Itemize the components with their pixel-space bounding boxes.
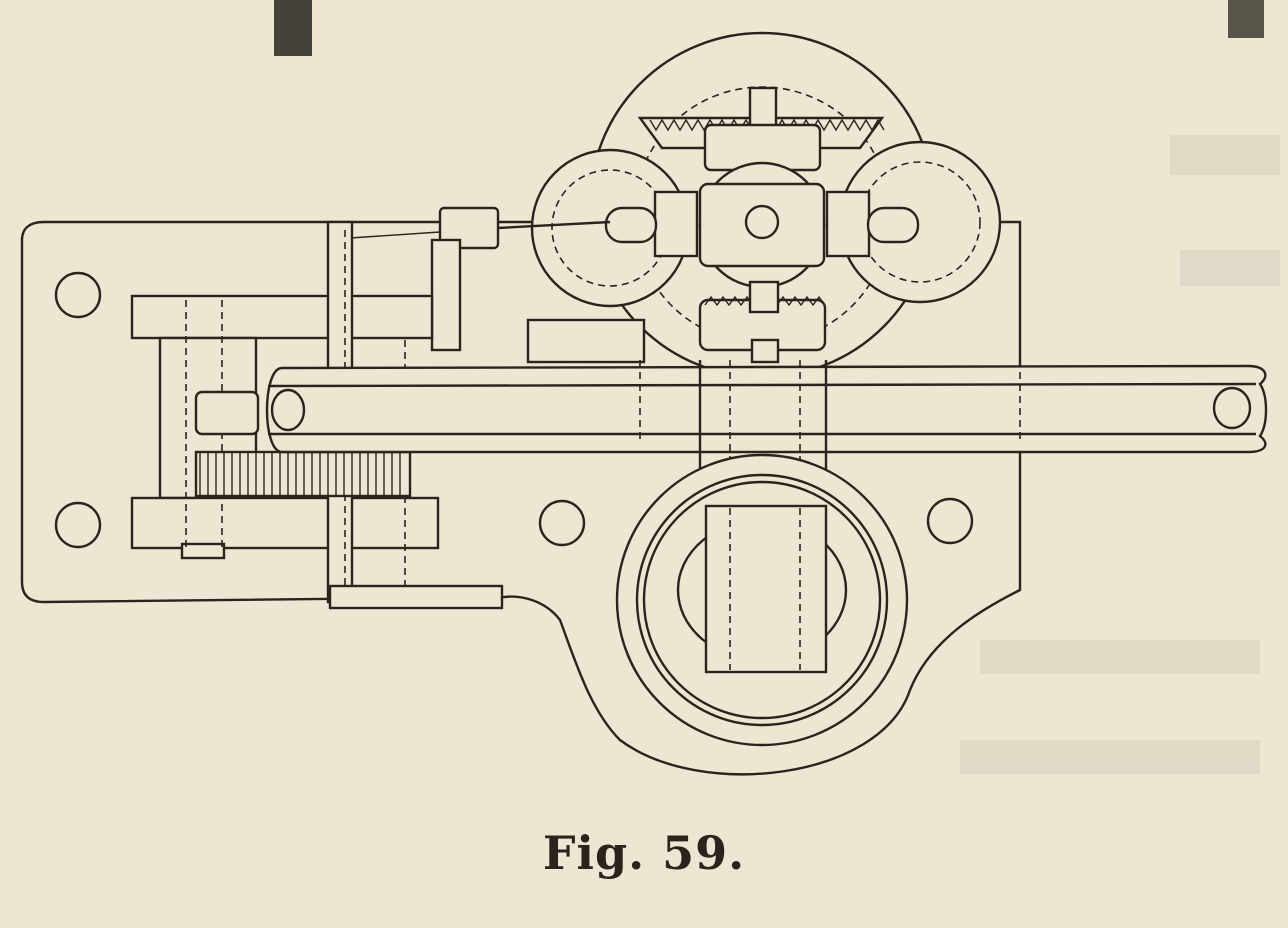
bracket-foot — [328, 584, 504, 610]
long-rod — [265, 364, 1268, 454]
mounting-hole-center — [538, 499, 586, 547]
lower-pinion — [698, 280, 827, 364]
mounting-hole-right — [926, 497, 974, 545]
lever-arm — [349, 206, 646, 364]
right-wheel-dashed — [859, 161, 981, 283]
small-roller — [194, 390, 260, 436]
knurled-wheel — [194, 450, 412, 498]
figure-caption: Fig. 59. — [542, 826, 746, 880]
mounting-hole-top-left — [54, 271, 102, 319]
top-fragment-right — [1228, 0, 1264, 38]
top-fragment-left — [274, 0, 312, 56]
bleed-through-text — [960, 135, 1280, 774]
bottom-ring — [615, 453, 909, 747]
central-hub — [604, 161, 920, 289]
mounting-hole-bottom-left — [54, 501, 102, 549]
